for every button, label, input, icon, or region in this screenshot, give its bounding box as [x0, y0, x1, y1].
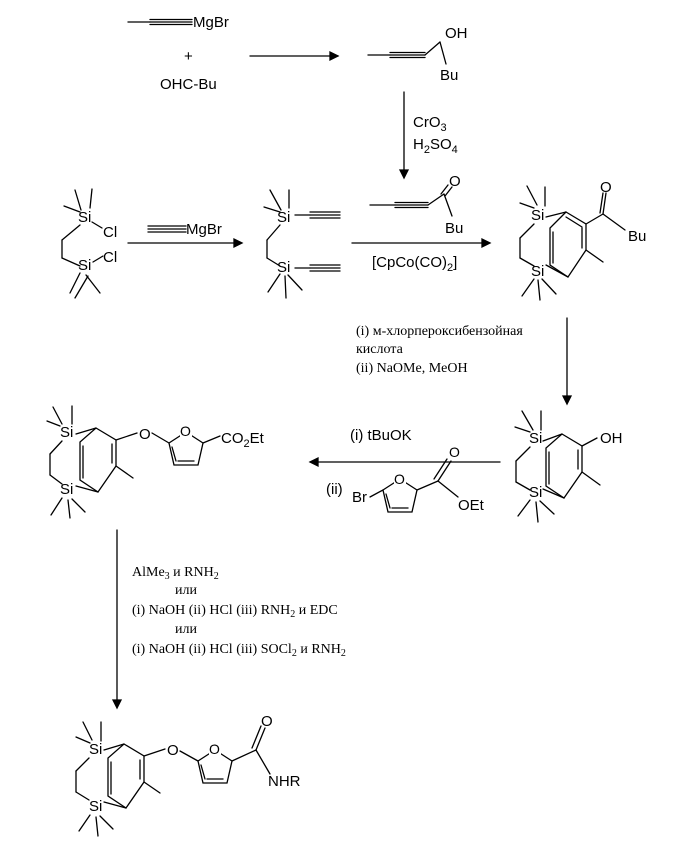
ethynyl-grignard: MgBr — [148, 221, 222, 238]
propargylic-alcohol: OH Bu — [368, 25, 468, 84]
step-ii-label: (ii) — [326, 481, 343, 498]
dichlorodisilane: Si Cl Si Cl — [62, 189, 117, 298]
arrow-step-2 — [400, 92, 408, 178]
furan-amide-product: Si Si O O O NHR — [76, 713, 301, 836]
svg-text:O: O — [600, 179, 612, 196]
furan-ester-intermediate: Si Si O O CO2Et — [47, 406, 265, 518]
bromofuran-ester: Br O O OEt — [352, 444, 485, 514]
tetramethyl-disilin-phenol: Si Si OH — [515, 411, 623, 522]
svg-text:Si: Si — [529, 430, 542, 447]
svg-text:Cl: Cl — [103, 249, 117, 266]
svg-text:или: или — [175, 583, 197, 598]
baeyer-villiger-conditions: (i) м-хлорпероксибензойная кислота (ii) … — [356, 324, 523, 376]
svg-text:Si: Si — [277, 209, 290, 226]
arrow-step-3 — [128, 239, 242, 247]
arrow-step-5 — [563, 318, 571, 404]
svg-text:Si: Si — [277, 259, 290, 276]
plus-sign: + — [184, 48, 193, 65]
svg-text:O: O — [180, 423, 191, 439]
svg-text:O: O — [449, 444, 460, 460]
svg-text:Si: Si — [531, 207, 544, 224]
svg-text:Br: Br — [352, 489, 367, 506]
svg-text:Si: Si — [89, 741, 102, 758]
arrow-step-1 — [250, 52, 338, 60]
svg-text:(ii) NaOMe, MeOH: (ii) NaOMe, MeOH — [356, 361, 468, 376]
svg-text:Si: Si — [60, 424, 73, 441]
arrow-step-4 — [352, 239, 490, 247]
arrow-step-6 — [310, 458, 500, 466]
ynone-o-label: O — [449, 173, 461, 190]
aldehyde-label: OHC-Bu — [160, 76, 217, 93]
svg-text:Si: Si — [529, 484, 542, 501]
svg-text:Si: Si — [78, 209, 91, 226]
svg-text:(i) NaOH (ii) HCl (iii) SOCl2: (i) NaOH (ii) HCl (iii) SOCl2 и RNH2 — [132, 642, 346, 659]
arrow-step-7 — [113, 530, 121, 708]
svg-text:Bu: Bu — [628, 228, 646, 245]
ynone-bu-label: Bu — [445, 220, 463, 237]
oxidant-label: CrO3 H2SO4 — [413, 114, 458, 156]
catalyst-label: [CpCo(CO)2] — [372, 254, 457, 274]
alcohol-bu-label: Bu — [440, 67, 458, 84]
svg-text:NHR: NHR — [268, 773, 301, 790]
svg-text:(i) NaOH (ii) HCl (iii) RNH2 и: (i) NaOH (ii) HCl (iii) RNH2 и EDC — [132, 603, 338, 620]
svg-text:O: O — [209, 741, 220, 757]
ynone: O Bu — [370, 173, 463, 237]
svg-text:AlMe3 и RNH2: AlMe3 и RNH2 — [132, 565, 219, 582]
svg-text:Cl: Cl — [103, 224, 117, 241]
svg-text:O: O — [394, 471, 405, 487]
svg-text:O: O — [139, 426, 151, 443]
alcohol-oh-label: OH — [445, 25, 468, 42]
svg-text:O: O — [261, 713, 273, 730]
mgbr-label: MgBr — [193, 14, 229, 31]
svg-text:H2SO4: H2SO4 — [413, 136, 458, 156]
propynyl-grignard: MgBr — [128, 14, 229, 31]
mgbr2-label: MgBr — [186, 221, 222, 238]
amidation-conditions: AlMe3 и RNH2 или (i) NaOH (ii) HCl (iii)… — [132, 565, 346, 659]
svg-text:Si: Si — [89, 798, 102, 815]
svg-text:CO2Et: CO2Et — [221, 430, 265, 450]
svg-text:Si: Si — [78, 257, 91, 274]
svg-text:кислота: кислота — [356, 342, 404, 357]
base-label: (i) tBuOK — [350, 427, 412, 444]
svg-text:OH: OH — [600, 430, 623, 447]
diethynyl-disilane: Si Si — [264, 190, 340, 298]
svg-text:(i) м-хлорпероксибензойная: (i) м-хлорпероксибензойная — [356, 324, 523, 339]
svg-text:или: или — [175, 622, 197, 637]
svg-text:OEt: OEt — [458, 497, 485, 514]
svg-text:Si: Si — [531, 263, 544, 280]
svg-text:Si: Si — [60, 481, 73, 498]
svg-text:O: O — [167, 742, 179, 759]
tetramethyl-disilin-ketone: Si Si O Bu — [520, 179, 646, 300]
svg-text:CrO3: CrO3 — [413, 114, 447, 134]
